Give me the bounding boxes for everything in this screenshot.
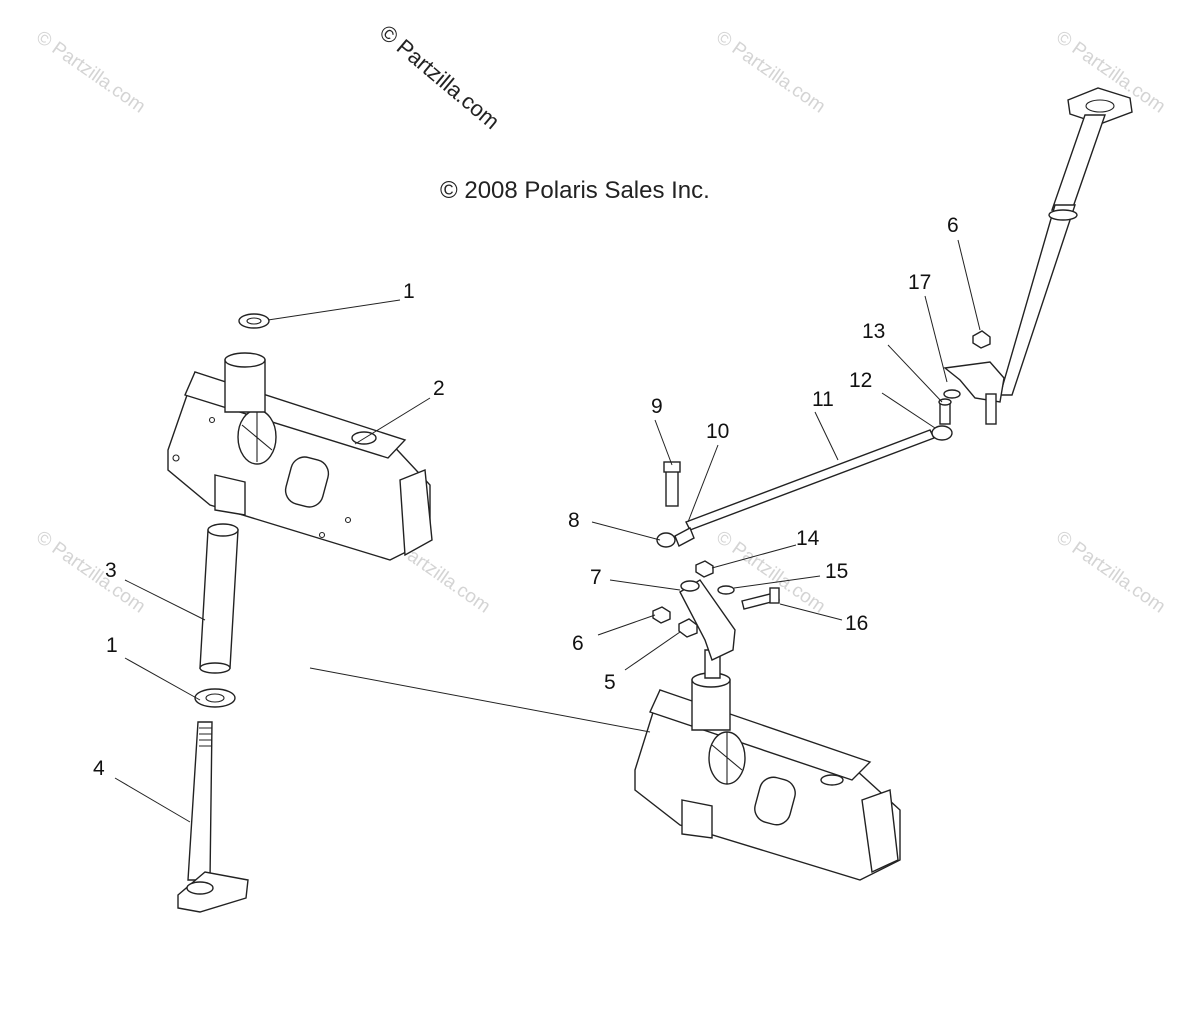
- callout-16: 16: [845, 612, 868, 635]
- spindle: [177, 721, 249, 913]
- hardware: [652, 560, 780, 638]
- callout-10: 10: [706, 420, 729, 443]
- washer-lower: [194, 688, 236, 708]
- callout-3: 3: [105, 559, 117, 582]
- callout-8: 8: [568, 509, 580, 532]
- callout-4: 4: [93, 757, 105, 780]
- callout-7: 7: [590, 566, 602, 589]
- watermark-main: © Partzilla.com: [375, 20, 505, 134]
- watermark-faint: © Partzilla.com: [1052, 527, 1169, 618]
- washer-top: [238, 313, 270, 329]
- callout-5: 5: [604, 671, 616, 694]
- watermark-faint: © Partzilla.com: [32, 527, 149, 618]
- callout-12: 12: [849, 369, 872, 392]
- callout-17: 17: [908, 271, 931, 294]
- copyright-text: © 2008 Polaris Sales Inc.: [440, 177, 710, 204]
- callout-13: 13: [862, 320, 885, 343]
- callout-2: 2: [433, 377, 445, 400]
- watermark-faint: © Partzilla.com: [32, 27, 149, 118]
- steering-column: [943, 87, 1133, 425]
- callout-6-lower: 6: [572, 632, 584, 655]
- callout-15: 15: [825, 560, 848, 583]
- watermark-faint: © Partzilla.com: [712, 27, 829, 118]
- callout-11: 11: [812, 388, 834, 411]
- upper-hardware: [938, 330, 991, 425]
- callout-14: 14: [796, 527, 820, 550]
- callout-1-lower: 1: [106, 634, 118, 657]
- bolt: [663, 461, 681, 507]
- watermarks: © Partzilla.com © Partzilla.com © Partzi…: [32, 27, 1169, 618]
- bushing-tube: [199, 523, 239, 674]
- frame-bracket-lower: [634, 649, 901, 881]
- frame-bracket-upper: [167, 352, 433, 561]
- tie-rod: [656, 425, 953, 548]
- steering-arm: [679, 579, 736, 661]
- leader-lines: [114, 239, 981, 823]
- callout-6-upper: 6: [947, 214, 959, 237]
- callout-9: 9: [651, 395, 663, 418]
- callout-labels: 1 2 3 1 4 9 10 8 11 12 13 17 6 7 6 5 14 …: [93, 214, 959, 780]
- callout-1-top: 1: [403, 280, 415, 303]
